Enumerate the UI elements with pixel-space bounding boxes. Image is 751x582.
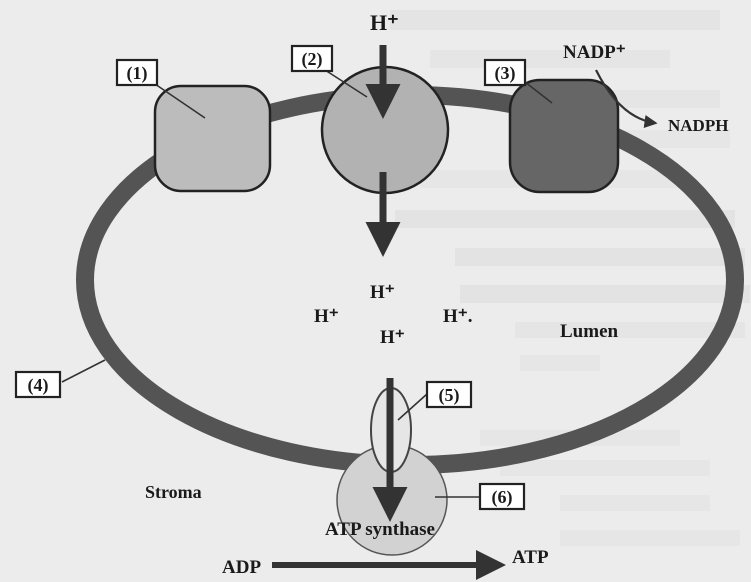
adp-label: ADP	[222, 557, 261, 578]
atp-synthase-label: ATP synthase	[325, 519, 435, 540]
atp-label: ATP	[512, 547, 549, 568]
h-plus-lumen-d: H⁺.	[443, 306, 473, 327]
leader-4	[62, 360, 105, 382]
h-plus-lumen-b: H⁺	[314, 306, 339, 327]
label-4: (4)	[28, 375, 49, 396]
label-1: (1)	[127, 63, 148, 84]
h-plus-top: H⁺	[370, 10, 399, 35]
label-box-5: (5)	[427, 382, 471, 407]
protein-complex-3	[510, 80, 618, 192]
label-5: (5)	[439, 385, 460, 406]
label-2: (2)	[302, 49, 323, 70]
nadp-label: NADP⁺	[563, 42, 626, 63]
label-box-2: (2)	[292, 46, 332, 71]
h-plus-lumen-a: H⁺	[370, 282, 395, 303]
label-3: (3)	[495, 63, 516, 84]
protein-complex-1	[155, 86, 270, 191]
stroma-label: Stroma	[145, 482, 202, 502]
nadph-label: NADPH	[668, 116, 728, 135]
label-box-4: (4)	[16, 372, 60, 397]
label-box-1: (1)	[117, 60, 157, 85]
label-box-3: (3)	[485, 60, 525, 85]
h-plus-lumen-c: H⁺	[380, 327, 405, 348]
lumen-label: Lumen	[560, 321, 619, 342]
label-box-6: (6)	[480, 484, 524, 509]
label-6: (6)	[492, 487, 513, 508]
